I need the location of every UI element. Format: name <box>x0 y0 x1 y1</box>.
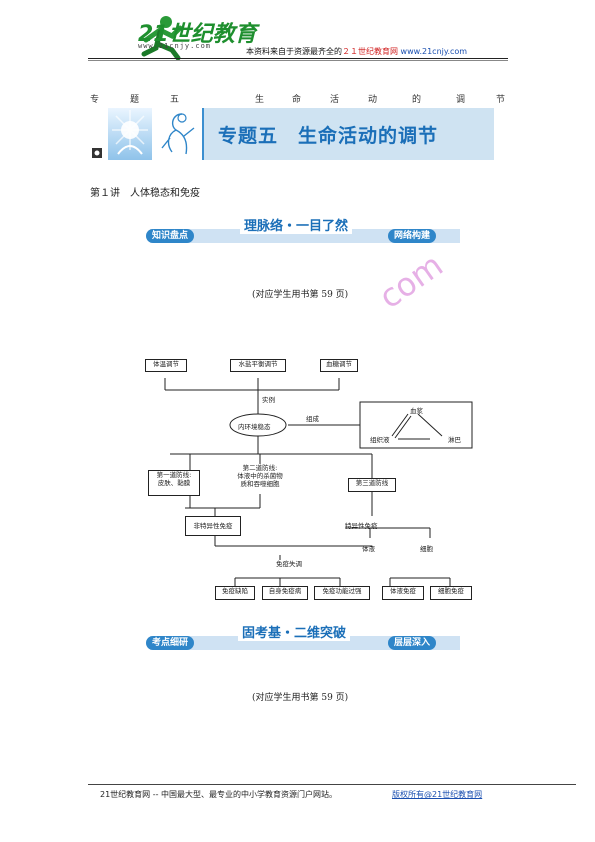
label-plasma: 血浆 <box>410 407 423 415</box>
label-cellular: 细胞 <box>420 545 433 553</box>
section1-right-label: 网络构建 <box>388 229 437 243</box>
spaced-title-char: 活 <box>330 95 340 105</box>
spaced-title-char: 生 <box>255 95 265 105</box>
box-blood-sugar: 血糖调节 <box>320 359 358 372</box>
spaced-title-char: 节 <box>496 95 506 105</box>
box-cellular-immunity: 细胞免疫 <box>430 586 472 600</box>
figure-sketch-icon <box>161 113 195 155</box>
footer-divider <box>88 784 576 785</box>
section2-page-ref: (对应学生用书第 59 页) <box>252 693 349 703</box>
logo-text: 21世纪教育 <box>138 22 257 47</box>
section1-bar <box>150 229 460 243</box>
label-composition: 组成 <box>306 415 319 423</box>
label-lymph: 淋巴 <box>448 436 461 444</box>
watermark: com <box>372 245 450 317</box>
box-nonspecific: 非特异性免疫 <box>185 516 241 536</box>
header-divider <box>88 58 508 59</box>
banner-image-light <box>108 108 152 160</box>
box-immunodeficiency: 免疫缺陷 <box>215 586 255 600</box>
spaced-title-char: 专 <box>90 95 100 105</box>
spaced-title-char: 的 <box>412 95 422 105</box>
footer-copyright-link[interactable]: 版权所有@21世纪教育网 <box>392 790 483 799</box>
section1-title: 理脉络・一目了然 <box>240 215 353 234</box>
box-humoral-immunity: 体液免疫 <box>382 586 424 600</box>
header-note-url[interactable]: www.21cnjy.com <box>400 47 468 56</box>
header-note-site[interactable]: ２１世纪教育网 <box>342 47 398 56</box>
box-water-salt: 水盐平衡调节 <box>230 359 286 372</box>
section2-bar <box>150 636 460 650</box>
header-note-prefix: 本资料来自于资源最齐全的 <box>246 47 342 56</box>
box-hypersensitivity: 免疫功能过强 <box>314 586 370 600</box>
banner-image-figure <box>152 108 204 160</box>
box-autoimmune: 自身免疫病 <box>262 586 308 600</box>
box-third-line: 第三道防线 <box>348 478 396 492</box>
box-first-line: 第一道防线: 皮肤、黏膜 <box>148 470 200 496</box>
footer-site-description: 21世纪教育网 -- 中国最大型、最专业的中小学教育资源门户网站。 <box>100 790 338 799</box>
spaced-title-char: 命 <box>292 95 302 105</box>
label-example: 实例 <box>262 396 275 404</box>
section2-left-label: 考点细研 <box>146 636 195 650</box>
label-homeostasis: 内环境稳态 <box>238 423 271 431</box>
flower-icon <box>92 148 102 158</box>
section2-right-label: 层层深入 <box>388 636 437 650</box>
section1-left-label: 知识盘点 <box>146 229 195 243</box>
section2-title: 固考基・二维突破 <box>238 622 351 641</box>
spaced-title-char: 调 <box>456 95 466 105</box>
label-dysfunction: 免疫失调 <box>262 560 316 574</box>
header-divider-thin <box>88 60 508 61</box>
label-specific: 特异性免疫 <box>345 522 378 530</box>
box-second-line: 第二道防线: 体液中的杀菌物 质和吞噬细胞 <box>231 464 289 494</box>
section1-page-ref: (对应学生用书第 59 页) <box>252 290 349 300</box>
box-thermoregulation: 体温调节 <box>145 359 187 372</box>
spaced-title-char: 动 <box>368 95 378 105</box>
concept-map-lines <box>164 378 473 586</box>
header-note: 本资料来自于资源最齐全的２１世纪教育网 www.21cnjy.com <box>246 46 467 57</box>
sunburst-icon <box>112 110 148 155</box>
spaced-title-char: 五 <box>170 95 180 105</box>
lecture-heading: 第１讲 人体稳态和免疫 <box>90 188 200 199</box>
label-tissue-fluid: 组织液 <box>370 436 390 444</box>
banner-title: 专题五 生命活动的调节 <box>218 125 439 147</box>
logo-runner-icon <box>141 16 183 60</box>
logo-url: www.21cnjy.com <box>138 42 212 50</box>
spaced-title-char: 题 <box>130 95 140 105</box>
label-humoral: 体液 <box>362 545 375 553</box>
